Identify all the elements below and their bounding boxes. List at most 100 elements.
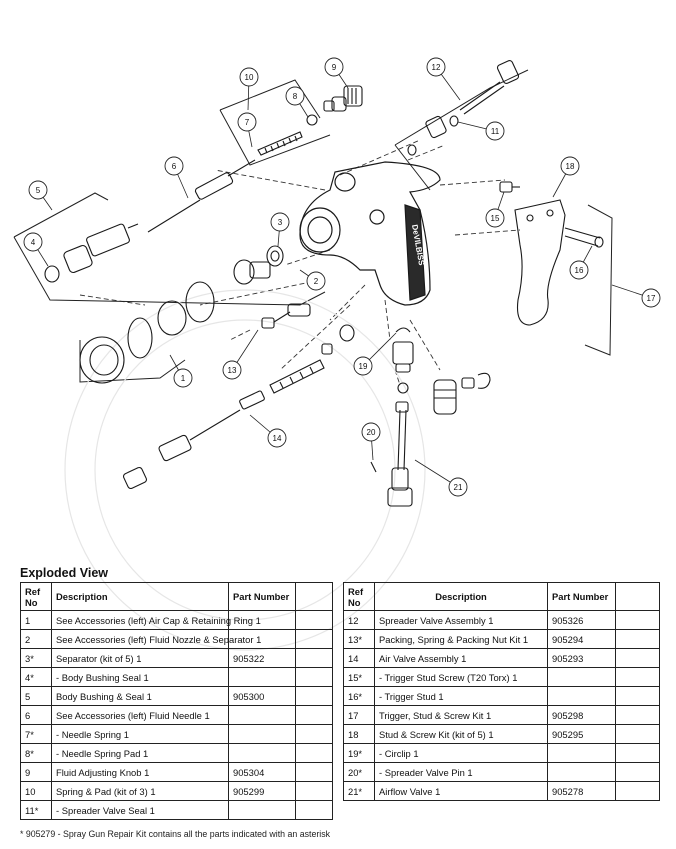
blank-cell (295, 686, 333, 706)
svg-text:13: 13 (228, 366, 237, 375)
ref-cell: 15* (343, 667, 375, 687)
part-number-cell (228, 743, 296, 763)
description-cell: Air Valve Assembly 1 (374, 648, 548, 668)
part-side-valve (433, 372, 491, 415)
ref-cell: 10 (20, 781, 52, 801)
svg-text:9: 9 (332, 63, 337, 72)
part-spreader-valve-pin (370, 461, 377, 473)
blank-cell (615, 762, 660, 782)
callout-leaders (32, 66, 652, 488)
header-part-number: Part Number (228, 582, 296, 611)
svg-text:7: 7 (245, 118, 250, 127)
part-body-bushing (63, 223, 139, 274)
callout-13: 13 (222, 360, 242, 380)
ref-cell: 20* (343, 762, 375, 782)
table-row: 19*- Circlip 1 (343, 743, 660, 763)
header-description: Description (51, 582, 229, 611)
description-cell: - Spreader Valve Seal 1 (51, 800, 229, 820)
part-trigger-stud-screw (499, 181, 520, 193)
part-fluid-adjusting-knob (323, 85, 363, 112)
blank-cell (615, 610, 660, 630)
description-cell: Separator (kit of 5) 1 (51, 648, 229, 668)
svg-text:17: 17 (647, 294, 656, 303)
description-cell: - Needle Spring Pad 1 (51, 743, 229, 763)
part-air-valve-assembly (122, 324, 355, 490)
description-cell: Airflow Valve 1 (374, 781, 548, 801)
part-trigger (514, 199, 604, 326)
part-number-cell: 905304 (228, 762, 296, 782)
svg-text:15: 15 (491, 214, 500, 223)
blank-cell (615, 629, 660, 649)
part-number-cell (228, 705, 296, 725)
svg-text:2: 2 (314, 277, 319, 286)
description-cell: See Accessories (left) Fluid Needle 1 (51, 705, 229, 725)
part-packing-kit (261, 303, 311, 329)
svg-text:21: 21 (454, 483, 463, 492)
blank-cell (295, 724, 333, 744)
svg-text:6: 6 (172, 162, 177, 171)
blank-cell (295, 667, 333, 687)
header-blank (295, 582, 333, 611)
callouts: 1 2 3 4 5 6 7 8 9 10 11 12 13 14 15 16 1… (23, 57, 661, 497)
part-body-bushing-seal (44, 265, 60, 283)
blank-cell (295, 743, 333, 763)
part-number-cell (228, 667, 296, 687)
blank-cell (615, 648, 660, 668)
blank-cell (615, 686, 660, 706)
part-number-cell: 905298 (547, 705, 616, 725)
exploded-view-diagram: DeVILBISS (13, 57, 661, 651)
description-cell: Spreader Valve Assembly 1 (374, 610, 548, 630)
table-row: 15*- Trigger Stud Screw (T20 Torx) 1 (343, 667, 660, 687)
callout-11: 11 (485, 121, 505, 141)
callout-6: 6 (164, 156, 184, 176)
part-number-cell: 905294 (547, 629, 616, 649)
table-row: 7*- Needle Spring 1 (20, 724, 333, 744)
description-cell: See Accessories (left) Air Cap & Retaini… (51, 610, 261, 630)
callout-16: 16 (569, 260, 589, 280)
ref-cell: 1 (20, 610, 52, 630)
description-cell: See Accessories (left) Fluid Nozzle & Se… (51, 629, 261, 649)
description-cell: Spring & Pad (kit of 3) 1 (51, 781, 229, 801)
table-row: 20*- Spreader Valve Pin 1 (343, 762, 660, 782)
part-fluid-nozzle (233, 259, 271, 285)
part-number-cell: 905299 (228, 781, 296, 801)
ref-cell: 5 (20, 686, 52, 706)
part-spreader-valve-assembly (425, 59, 520, 139)
ref-cell: 17 (343, 705, 375, 725)
ref-cell: 18 (343, 724, 375, 744)
description-cell: - Circlip 1 (374, 743, 548, 763)
description-cell: Packing, Spring & Packing Nut Kit 1 (374, 629, 548, 649)
svg-text:1: 1 (181, 374, 186, 383)
ref-cell: 11* (20, 800, 52, 820)
table-row: 8*- Needle Spring Pad 1 (20, 743, 333, 763)
description-cell: - Body Bushing Seal 1 (51, 667, 229, 687)
blank-cell (295, 762, 333, 782)
blank-cell (615, 724, 660, 744)
ref-cell: 2 (20, 629, 52, 649)
table-row: 11* - Spreader Valve Seal 1 (20, 800, 333, 820)
part-number-cell (547, 762, 616, 782)
table-row: 16*- Trigger Stud 1 (343, 686, 660, 706)
callout-18: 18 (560, 156, 580, 176)
callout-21: 21 (448, 477, 468, 497)
callout-3: 3 (270, 212, 290, 232)
blank-cell (615, 781, 660, 801)
svg-text:8: 8 (293, 92, 298, 101)
ref-cell: 16* (343, 686, 375, 706)
part-number-cell (228, 724, 296, 744)
callout-4: 4 (23, 232, 43, 252)
callout-8: 8 (285, 86, 305, 106)
svg-text:18: 18 (566, 162, 575, 171)
callout-12: 12 (426, 57, 446, 77)
svg-text:20: 20 (367, 428, 376, 437)
ref-cell: 14 (343, 648, 375, 668)
callout-9: 9 (324, 57, 344, 77)
svg-text:14: 14 (273, 434, 282, 443)
part-number-cell: 905295 (547, 724, 616, 744)
blank-cell (295, 629, 333, 649)
